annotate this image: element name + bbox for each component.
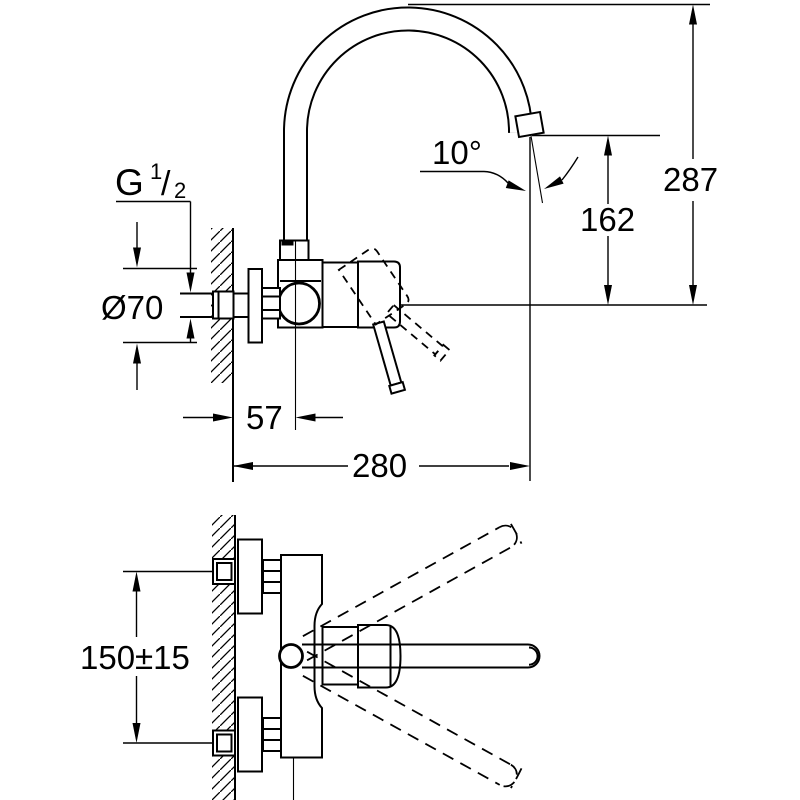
arrowhead-287-bottom <box>689 285 697 305</box>
arrowhead-150-top <box>132 571 141 592</box>
supply-connection-side <box>180 268 281 344</box>
dimension-wall-offset: 57 <box>183 399 343 436</box>
arrowhead-150-bottom <box>132 723 141 743</box>
wall-section-plan <box>212 515 236 800</box>
arrowhead-70-up <box>133 343 141 364</box>
aerator <box>514 110 545 139</box>
dim-wall-offset-label: 57 <box>246 399 283 436</box>
handle-base-dashed <box>337 247 410 326</box>
dimension-annotations: 287 162 10° G 1 / <box>101 3 718 484</box>
handle-rod-cap <box>388 380 407 395</box>
handle-cap-plan <box>357 624 402 689</box>
arrowhead-57-right <box>295 413 316 422</box>
dim-outlet-height-label: 162 <box>580 201 635 238</box>
angle-leader <box>420 170 509 184</box>
supply-union-upper <box>212 538 282 615</box>
arrowhead-angle-left <box>505 180 526 191</box>
ball-joint <box>277 281 321 326</box>
swing-upper-cap <box>499 524 518 549</box>
angle-arc <box>561 156 579 181</box>
lever-handle-solid <box>357 260 407 395</box>
escutcheon-lower <box>237 696 263 773</box>
swing-upper-arc-tick <box>510 523 523 544</box>
collar-mark <box>281 241 294 246</box>
dim-thread-numerator: 1 <box>150 159 162 184</box>
dimension-spout-angle: 10° <box>420 134 579 204</box>
dim-spout-reach-label: 280 <box>352 447 407 484</box>
swing-upper-edge-1 <box>302 526 501 637</box>
dimension-flange-diameter: Ø70 <box>101 222 197 390</box>
escutcheon-upper <box>237 538 263 615</box>
dim-total-height-label: 287 <box>663 161 718 198</box>
hex-nut-upper <box>262 559 282 594</box>
arrowhead-287-top <box>689 4 697 25</box>
pipe-stub-upper-inner <box>216 562 233 581</box>
faucet-body-side <box>277 239 358 329</box>
dimension-outlet-height: 162 <box>532 134 660 305</box>
handle-rod <box>371 320 403 387</box>
dim-spout-angle-label: 10° <box>432 134 482 171</box>
dim-flange-diameter-label: Ø70 <box>101 289 163 326</box>
arrowhead-70-down <box>133 247 141 268</box>
handle-base <box>357 260 401 329</box>
swing-lower-arc-tick <box>510 768 523 789</box>
dim-thread-slash: / <box>161 165 171 203</box>
arrowhead-162-top <box>604 135 612 156</box>
arrowhead-280-right <box>510 462 530 470</box>
dimension-spout-reach: 280 <box>233 137 531 484</box>
arrowhead-thread-up <box>186 318 195 339</box>
dimension-thread-size: G 1 / 2 <box>115 159 195 343</box>
dim-thread-denominator: 2 <box>174 178 186 203</box>
pivot-circle <box>278 643 304 669</box>
arrowhead-162-bottom <box>604 285 612 305</box>
plan-view: 150±15 <box>80 515 541 800</box>
angle-ray-line <box>530 135 544 204</box>
swing-lower-edge-1 <box>306 650 512 766</box>
escutcheon-side <box>247 268 263 344</box>
faucet-body-plan <box>278 554 541 800</box>
swing-lower-cap <box>499 763 518 788</box>
arrowhead-57-left <box>213 413 233 422</box>
dim-supply-centers-label: 150±15 <box>80 639 190 676</box>
lever-handle-open-dashed <box>337 247 451 362</box>
spout-tube-core <box>285 8 532 243</box>
dim-thread-g-label: G <box>115 162 144 203</box>
spout-swing-dashed <box>302 523 523 789</box>
pipe-stub-side <box>212 290 235 320</box>
wall-hatch-plan <box>212 515 235 800</box>
swing-lower-edge-2 <box>302 675 501 786</box>
hex-nut-lower <box>262 717 282 752</box>
pipe-stub-lower-inner <box>216 733 233 753</box>
side-view <box>180 6 545 482</box>
swing-upper-edge-2 <box>306 546 512 662</box>
spout-tube-plan <box>302 643 541 669</box>
wall-section-side <box>211 228 234 482</box>
dimension-total-height: 287 <box>400 3 718 306</box>
supply-union-lower <box>212 696 282 773</box>
handle-cap-dashed <box>433 343 451 362</box>
dimension-supply-centers: 150±15 <box>80 570 213 744</box>
arrowhead-thread-down <box>186 272 195 293</box>
spout-arc <box>283 6 545 243</box>
hex-nut-side <box>261 287 281 320</box>
arrowhead-angle-right <box>544 176 564 189</box>
spout-tip-inner-arc <box>528 646 539 666</box>
